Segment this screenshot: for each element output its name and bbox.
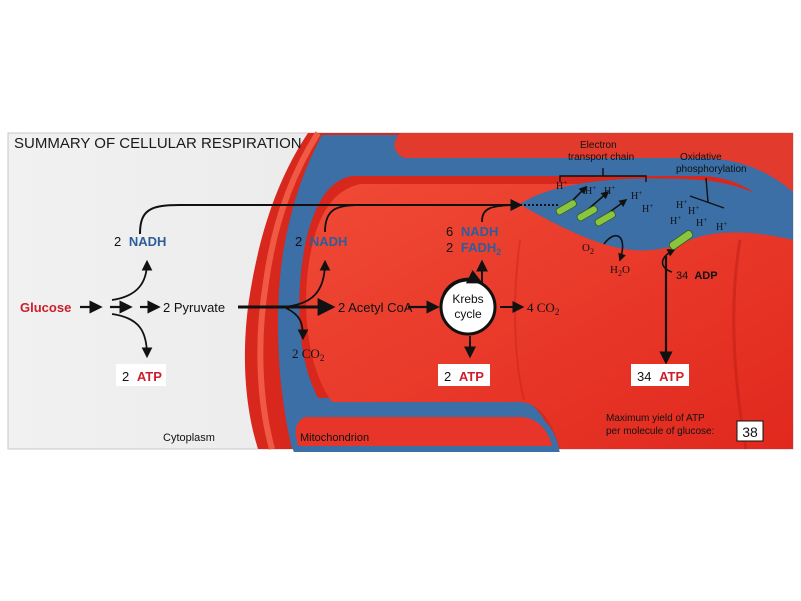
cytoplasm-label: Cytoplasm [163, 432, 215, 444]
krebs-cycle-line2: cycle [454, 307, 482, 321]
krebs-atp-box [438, 364, 490, 386]
transition-co2: 2 CO2 [292, 346, 324, 363]
glycolysis-nadh: 2 NADH [114, 234, 166, 249]
oxphos-atp-count: 34 [637, 369, 651, 384]
etc-bracket [559, 168, 647, 182]
crista-fold [289, 411, 560, 452]
transition-nadh: 2 NADH [295, 234, 347, 249]
fold-shadow-1 [732, 239, 748, 450]
yield-line2: per molecule of glucose: [606, 426, 714, 437]
krebs-fadh: 2 FADH2 [446, 240, 501, 257]
proton-10: H+ [716, 220, 727, 233]
glycolysis-atp-box [116, 364, 166, 386]
proton-3: H+ [604, 184, 615, 197]
proton-1: H+ [556, 179, 567, 192]
proton-6: H+ [676, 198, 687, 211]
krebs-atp: 2 ATP [444, 369, 484, 384]
acetyl-coa-label: 2 Acetyl CoA [338, 300, 413, 315]
adp-count: 34 [676, 270, 688, 282]
fold-shadow-2 [514, 239, 525, 401]
proton-4: H+ [631, 189, 642, 202]
proton-8: H+ [670, 214, 681, 227]
krebs-fadh-count: 2 [446, 240, 453, 255]
etc-proteins [555, 199, 694, 250]
krebs-atp-count: 2 [444, 369, 451, 384]
krebs-co2: 4 CO2 [527, 300, 559, 317]
krebs-nadh-text: NADH [461, 224, 499, 239]
krebs-cycle-arrow [442, 269, 483, 295]
etc-label-line1: Electron [580, 140, 617, 151]
water-label: H2O [610, 264, 630, 278]
oxphos-label-line1: Oxidative [680, 152, 722, 163]
proton-labels: H+ H+ H+ H+ H+ H+ H+ H+ H+ H+ [556, 179, 727, 233]
pyruvate-label: 2 Pyruvate [163, 300, 225, 315]
arrows [80, 185, 676, 365]
proton-2: H+ [585, 184, 596, 197]
etc-label-line2: transport chain [568, 152, 634, 163]
krebs-nadh: 6 NADH [446, 224, 498, 239]
krebs-nadh-count: 6 [446, 224, 453, 239]
proton-5: H+ [642, 202, 653, 215]
proton-9: H+ [696, 216, 707, 229]
glycolysis-nadh-text: NADH [129, 234, 167, 249]
glucose-label: Glucose [20, 300, 71, 315]
oxygen-label: O2 [582, 242, 594, 256]
oxphos-label-line2: phosphorylation [676, 164, 747, 175]
adp-label: 34 ADP [676, 270, 718, 282]
oxphos-atp-box [631, 364, 689, 386]
glycolysis-nadh-count: 2 [114, 234, 121, 249]
krebs-atp-text: ATP [459, 369, 484, 384]
proton-7: H+ [688, 204, 699, 217]
mitochondrion-upper-lobe [394, 133, 793, 192]
glycolysis-atp: 2 ATP [122, 369, 162, 384]
yield-value-box [736, 420, 764, 442]
page-title: SUMMARY OF CELLULAR RESPIRATION [14, 135, 302, 152]
outer-membrane-rim [257, 131, 321, 450]
krebs-fadh-text: FADH [461, 240, 496, 255]
adp-text: ADP [694, 270, 717, 282]
oxphos-bracket [689, 177, 725, 209]
transition-co2-text: 2 CO [292, 346, 320, 361]
mitochondrion-label: Mitochondrion [300, 432, 369, 444]
krebs-cycle-line1: Krebs [452, 292, 483, 306]
yield-line1: Maximum yield of ATP [606, 413, 705, 424]
transition-co2-sub: 2 [320, 353, 325, 363]
krebs-co2-sub: 2 [555, 307, 560, 317]
etc-intermembrane [520, 178, 793, 251]
oxphos-atp: 34 ATP [637, 369, 684, 384]
yield-value: 38 [742, 424, 758, 440]
transition-nadh-text: NADH [310, 234, 348, 249]
krebs-co2-text: 4 CO [527, 300, 555, 315]
oxphos-atp-text: ATP [659, 369, 684, 384]
glycolysis-atp-count: 2 [122, 369, 129, 384]
glycolysis-atp-text: ATP [137, 369, 162, 384]
krebs-fadh-sub: 2 [496, 247, 501, 257]
transition-nadh-count: 2 [295, 234, 302, 249]
